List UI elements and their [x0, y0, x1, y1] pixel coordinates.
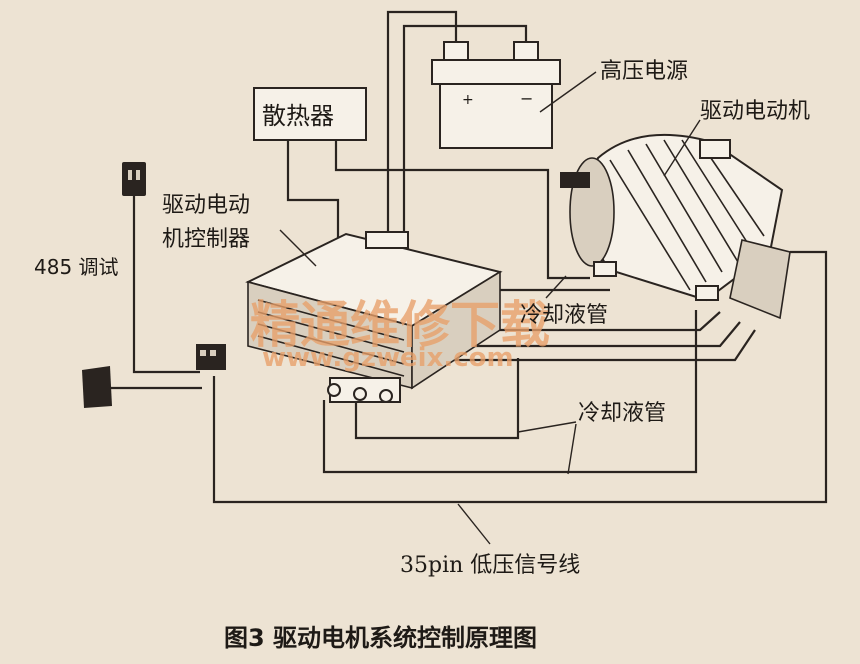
radiator-label: 散热器	[262, 102, 334, 130]
radiator-pipe-right	[334, 140, 590, 280]
battery-plus-label: +	[462, 92, 474, 108]
battery-minus-label: −	[520, 89, 533, 108]
debug-485-label: 485 调试	[34, 255, 119, 279]
coolant-pipe-label-bottom: 冷却液管	[578, 401, 666, 426]
controller-label-line2: 机控制器	[162, 227, 250, 252]
battery: + −	[431, 41, 561, 149]
debug-wire	[132, 190, 200, 374]
drive-motor	[560, 133, 791, 320]
controller-leader	[279, 229, 317, 267]
signal-leader	[457, 503, 491, 545]
signal-plug	[82, 344, 226, 408]
controller	[245, 231, 503, 403]
phase-line-2	[450, 321, 741, 348]
coolant-pipe-label-top: 冷却液管	[520, 303, 608, 328]
coolant-pipe-lower-2	[322, 310, 698, 474]
hv-cable-2	[402, 24, 528, 238]
phase-line-3	[430, 329, 756, 362]
debug-connector	[122, 162, 146, 196]
coolant-leader-bottom	[517, 421, 577, 475]
coolant-leader-top	[545, 275, 567, 299]
watermark-url: www.gzweix.com	[262, 343, 514, 373]
watermark-text: 精通维修下载	[250, 296, 550, 354]
coolant-pipe-lower-1	[354, 358, 520, 440]
motor-leader	[663, 119, 701, 177]
radiator-pipe-left	[286, 140, 340, 248]
signal-wire	[212, 250, 828, 504]
hv-cable-1	[386, 10, 458, 238]
controller-label-line1: 驱动电动	[162, 193, 250, 218]
radiator-box	[253, 87, 367, 141]
drive-motor-label: 驱动电动机	[700, 99, 810, 124]
figure-caption: 图3 驱动电机系统控制原理图	[224, 624, 537, 652]
high-voltage-source-label: 高压电源	[600, 59, 688, 84]
signal-line-label: 35pin 低压信号线	[400, 553, 580, 578]
battery-leader	[539, 71, 597, 113]
phase-line-1	[480, 311, 721, 332]
